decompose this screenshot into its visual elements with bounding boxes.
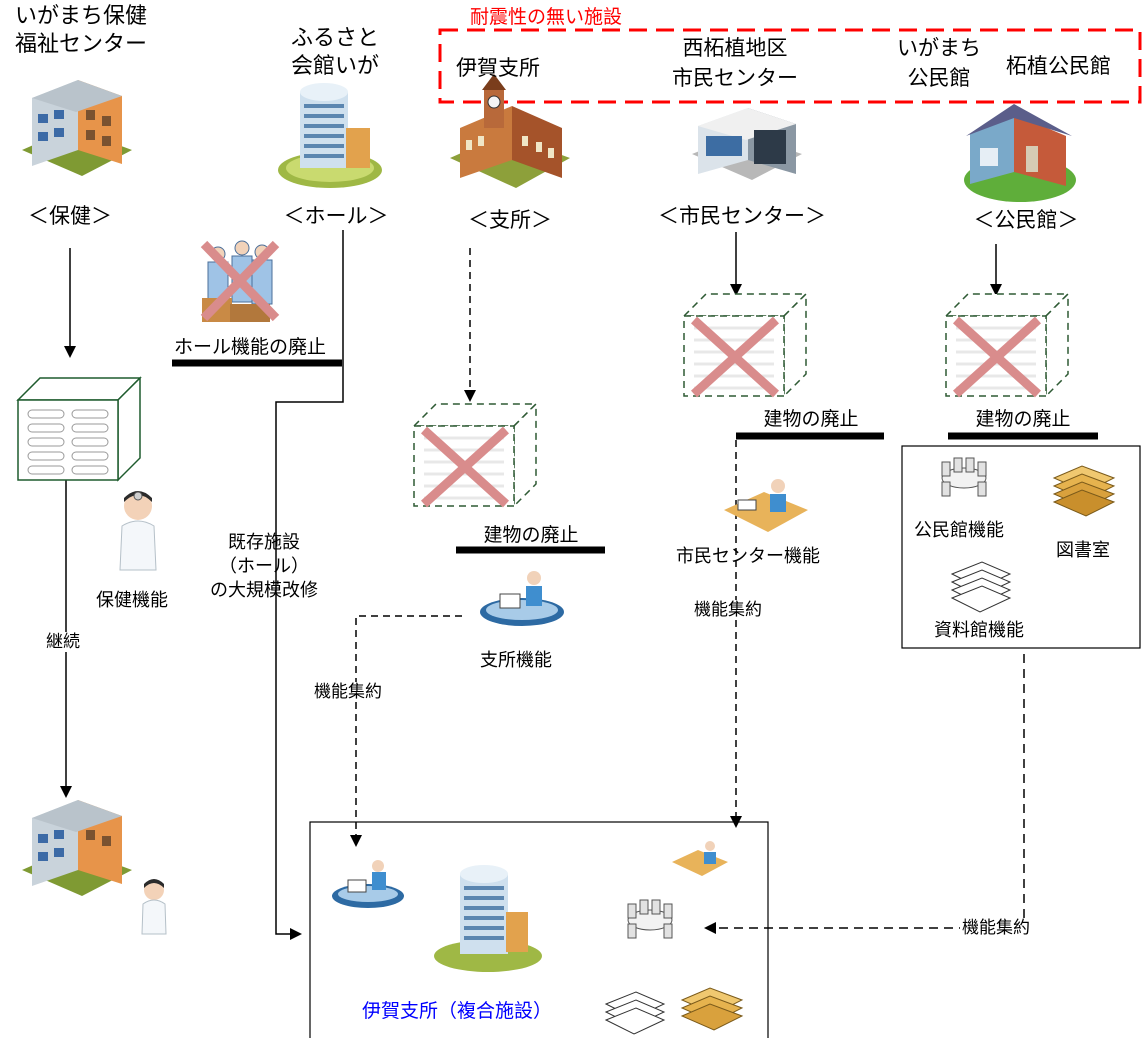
- complex-library-icon: [680, 987, 744, 1031]
- archive-function-label: 資料館機能: [934, 620, 1024, 641]
- hall-category: ＜ホール＞: [283, 204, 389, 228]
- no-seismic-label: 耐震性の無い施設: [470, 6, 623, 28]
- complex-facility-label: 伊賀支所（複合施設）: [362, 1000, 553, 1022]
- hall-name-line2: 会館いが: [290, 54, 379, 79]
- continue-label: 継続: [44, 632, 82, 653]
- shimin-name-line1: 西柘植地区: [682, 36, 788, 60]
- complex-citizen-function-icon: [672, 841, 728, 876]
- branch-consolidate-label: 機能集約: [312, 682, 384, 703]
- branch-function-label: 支所機能: [480, 650, 552, 671]
- complex-facility-box: [309, 821, 769, 1038]
- hall-abolish-label: ホール機能の廃止: [174, 336, 327, 358]
- library-book-icon: [1052, 465, 1116, 517]
- health-center-building-icon: [22, 80, 132, 176]
- complex-archive-icon: [604, 991, 666, 1035]
- citizen-consolidate-label: 機能集約: [692, 600, 764, 621]
- kominkan-abolish-label: 建物の廃止: [975, 408, 1071, 430]
- citizen-abolish-label: 建物の廃止: [763, 408, 859, 430]
- renovate-line3: の大規模改修: [210, 580, 318, 601]
- renovate-line1: 既存施設: [228, 532, 300, 553]
- renovate-line2: （ホール）: [219, 556, 309, 577]
- branch-crossed-box: [412, 402, 538, 508]
- citizen-function-icon: [724, 479, 808, 532]
- shimin-name-line2: 市民センター: [672, 66, 798, 90]
- kominkan-building-icon: [964, 104, 1076, 202]
- hoken-category: ＜保健＞: [28, 204, 112, 228]
- kominkan-function-label: 公民館機能: [914, 520, 1004, 541]
- library-label: 図書室: [1056, 540, 1110, 561]
- complex-branch-function-icon: [332, 860, 404, 908]
- hoken-function-label: 保健機能: [96, 590, 168, 611]
- hall-abolish-icon: [200, 240, 280, 322]
- health-function-box: [16, 376, 142, 482]
- complex-meeting-icon: [627, 899, 673, 939]
- doctor-icon: [119, 491, 157, 571]
- tsuge-name: 柘植公民館: [1006, 54, 1111, 78]
- archive-documents-icon: [950, 561, 1012, 613]
- kominkan-functions-box: [901, 445, 1141, 649]
- shisho-category: ＜支所＞: [468, 208, 552, 232]
- kominkan-crossed-box: [944, 292, 1070, 398]
- hall-building-icon: [278, 83, 382, 188]
- hoken-name-line2: 福祉センター: [14, 32, 147, 57]
- health-center-building-result-icon: [22, 800, 132, 896]
- kominkan-name-line2: 公民館: [907, 66, 971, 90]
- branch-function-icon: [480, 571, 564, 626]
- no-seismic-box: [438, 28, 1142, 104]
- doctor-small-icon: [141, 879, 167, 935]
- hoken-name-line1: いがまち保健: [14, 4, 147, 29]
- citizen-crossed-box: [682, 292, 808, 398]
- hall-name-line1: ふるさと: [290, 26, 379, 51]
- branch-abolish-label: 建物の廃止: [483, 524, 579, 546]
- meeting-icon: [941, 457, 987, 497]
- complex-hall-building-icon: [434, 865, 542, 972]
- kominkan-consolidate-label: 機能集約: [960, 918, 1032, 939]
- kominkan-name-line1: いがまち: [897, 36, 981, 60]
- shisho-name: 伊賀支所: [456, 56, 540, 80]
- citizen-function-label: 市民センター機能: [676, 546, 820, 567]
- shimin-category: ＜市民センター＞: [658, 204, 826, 228]
- branch-office-building-icon: [450, 74, 570, 188]
- kominkan-category: ＜公民館＞: [973, 208, 1079, 232]
- citizen-center-building-icon: [692, 108, 802, 180]
